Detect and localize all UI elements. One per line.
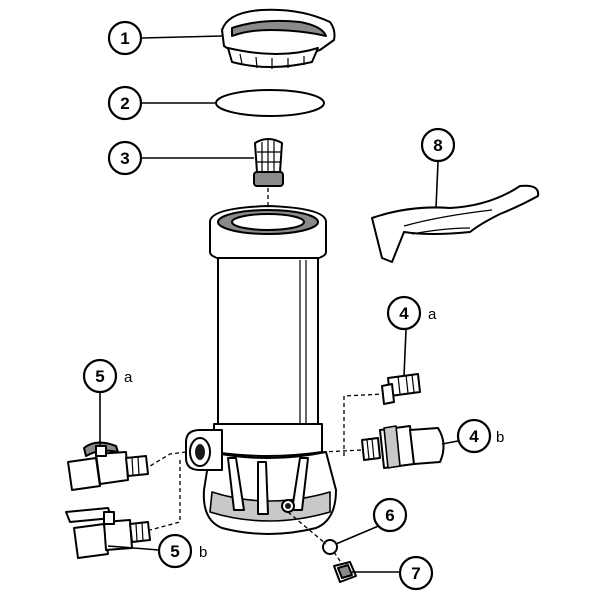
part-fitting-4a [381,373,421,405]
callout-4a: 4 a [386,295,437,331]
part-valve-5a [67,441,149,491]
callout-1: 1 [107,20,143,56]
part-union-4b [361,425,445,469]
callout-7: 7 [398,555,434,591]
callout-number: 1 [120,29,129,48]
part-wrench [371,184,540,263]
callout-suffix: b [199,544,207,561]
callout-number: 8 [433,136,442,155]
callout-8: 8 [420,127,456,163]
part-small-o-ring [322,539,338,555]
callout-6: 6 [372,497,408,533]
callouts: 1 2 3 8 4 a 5 a 4 b 6 [82,20,504,591]
part-valve-5b [65,507,151,559]
part-drain-plug [333,561,357,583]
callout-number: 3 [120,149,129,168]
callout-suffix: b [496,429,504,446]
callout-4b: 4 b [456,418,504,454]
part-lid [221,8,336,69]
alignment-lines [149,393,385,565]
part-housing [185,205,337,535]
callout-number: 7 [411,564,420,583]
callout-number: 4 [399,304,409,323]
callout-number: 4 [469,427,479,446]
callout-suffix: a [124,369,133,386]
callout-number: 6 [385,506,394,525]
part-strainer [253,138,284,232]
callout-suffix: a [428,306,437,323]
callout-number: 5 [95,367,104,386]
callout-2: 2 [107,85,143,121]
callout-number: 5 [170,542,179,561]
part-o-ring [215,89,325,117]
callout-3: 3 [107,140,143,176]
callout-5a: 5 a [82,358,133,394]
leader-lines [99,35,475,573]
callout-number: 2 [120,94,129,113]
callout-5b: 5 b [157,533,207,569]
